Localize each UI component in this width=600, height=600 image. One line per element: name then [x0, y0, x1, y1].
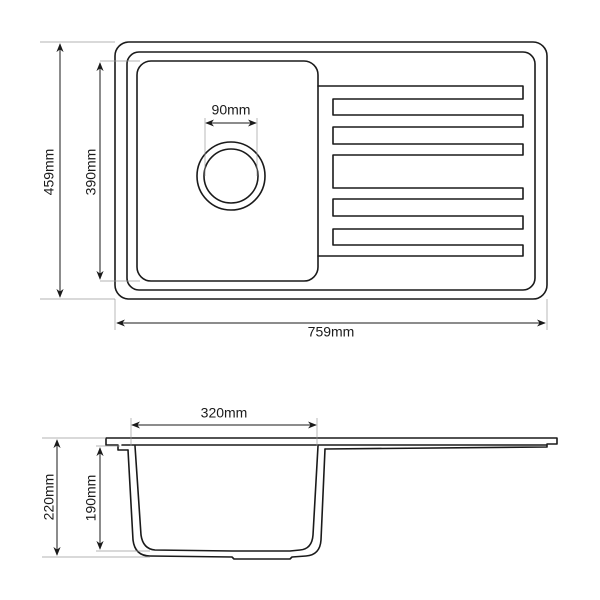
sink-outer-edge	[114, 41, 548, 300]
drain-inner	[203, 148, 259, 204]
drain-diameter-label: 90mm	[212, 102, 251, 118]
sink-top-slab	[105, 437, 558, 451]
bowl-profile-outer	[127, 448, 326, 560]
total-height-label: 220mm	[41, 474, 57, 521]
bowl	[136, 60, 319, 282]
bowl-depth-label: 390mm	[83, 149, 99, 196]
total-width-label: 759mm	[308, 324, 355, 340]
total-depth-label: 459mm	[41, 149, 57, 196]
bowl-height-label: 190mm	[83, 475, 99, 522]
bowl-width-label: 320mm	[201, 405, 248, 421]
top-view: 459mm 390mm 90mm 759mm	[40, 41, 548, 340]
sink-inner-rim	[126, 51, 536, 291]
bowl-profile-inner	[134, 445, 319, 552]
drain-outer	[196, 141, 266, 211]
side-view: 320mm 220mm 190mm	[41, 405, 558, 560]
drainboard-ribs	[317, 85, 524, 257]
